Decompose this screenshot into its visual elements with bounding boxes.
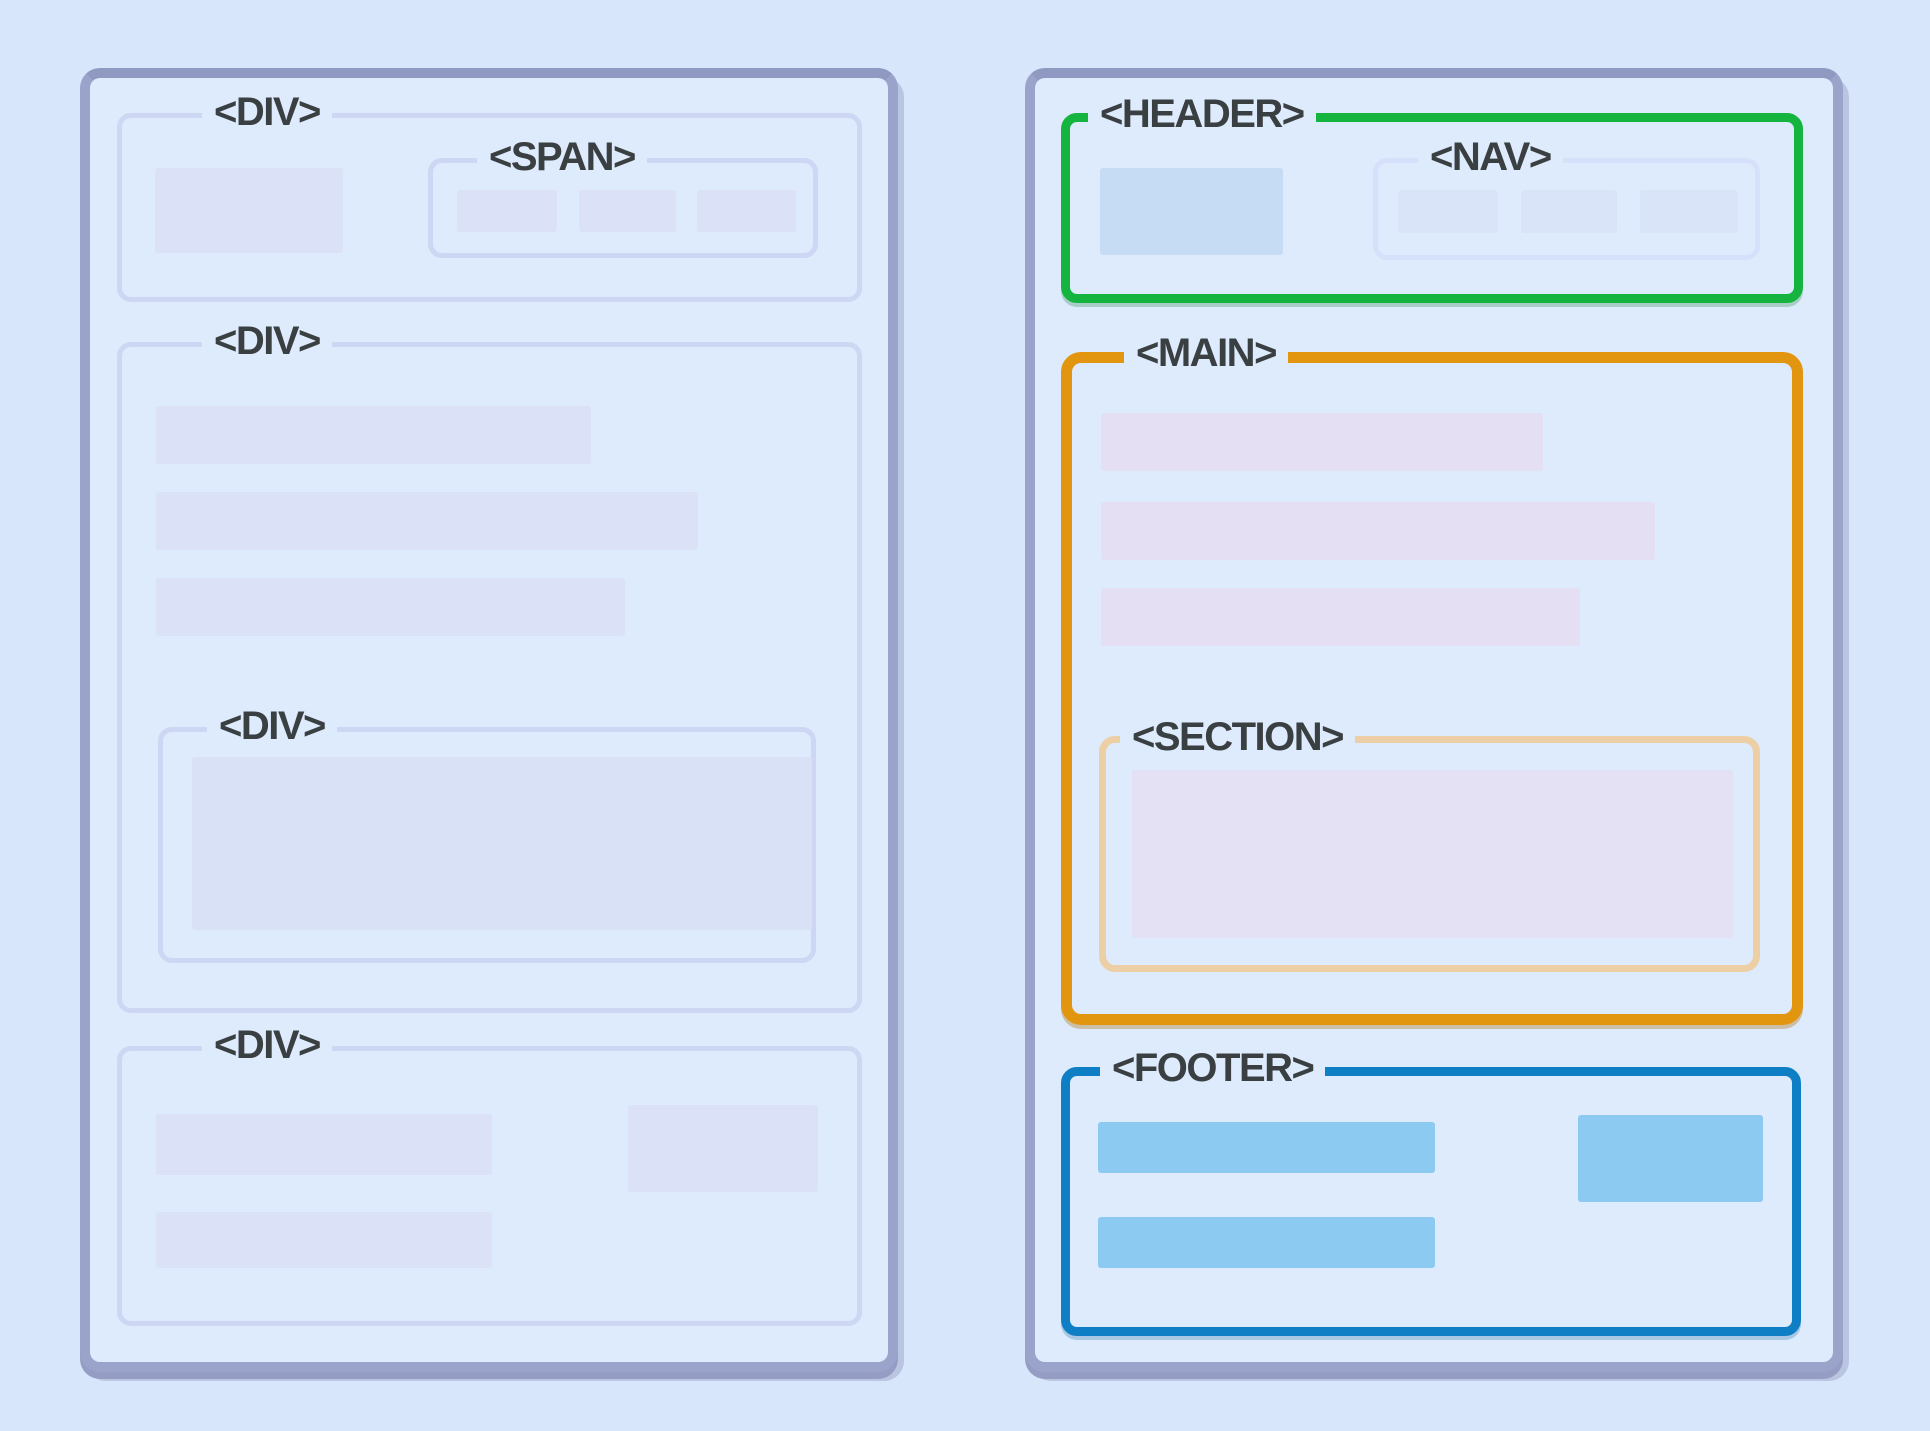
div-bottom-label: <DIV> <box>202 1021 332 1069</box>
div-box-top: <DIV> <SPAN> <box>117 88 862 302</box>
span-item-placeholder <box>457 190 557 232</box>
text-bar-placeholder <box>156 1212 492 1268</box>
section-box: <SECTION> <box>1099 713 1760 972</box>
div-nested-label: <DIV> <box>207 702 337 750</box>
footer-text-bar-placeholder <box>1098 1217 1435 1268</box>
main-text-bar-placeholder <box>1101 413 1543 471</box>
main-text-bar-placeholder <box>1101 588 1580 646</box>
nav-item-placeholder <box>1521 190 1617 233</box>
content-block-placeholder <box>192 757 812 930</box>
span-item-placeholder <box>579 190 676 232</box>
div-middle-label: <DIV> <box>202 317 332 365</box>
text-bar-placeholder <box>156 578 625 636</box>
non-semantic-page-panel: <DIV> <SPAN> <DIV> <DIV> <DIV> <box>80 68 898 1372</box>
footer-label: <FOOTER> <box>1100 1044 1326 1092</box>
span-box: <SPAN> <box>428 133 818 258</box>
semantic-page-panel: <HEADER> <NAV> <MAIN> <SECTION> <box>1025 68 1843 1372</box>
div-box-middle: <DIV> <DIV> <box>117 317 862 1013</box>
section-label: <SECTION> <box>1120 713 1356 761</box>
footer-box: <FOOTER> <box>1061 1044 1801 1336</box>
span-label: <SPAN> <box>477 133 647 181</box>
span-item-placeholder <box>697 190 796 232</box>
main-box: <MAIN> <SECTION> <box>1061 329 1803 1025</box>
nav-label: <NAV> <box>1418 133 1563 181</box>
div-top-label: <DIV> <box>202 88 332 136</box>
footer-text-bar-placeholder <box>1098 1122 1435 1173</box>
text-bar-placeholder <box>156 406 591 464</box>
nav-item-placeholder <box>1398 190 1498 233</box>
section-block-placeholder <box>1132 770 1733 938</box>
text-bar-placeholder <box>156 492 698 550</box>
footer-block-placeholder <box>1578 1115 1763 1202</box>
header-logo-placeholder <box>1100 168 1283 255</box>
nav-item-placeholder <box>1640 190 1738 233</box>
block-placeholder <box>628 1105 818 1192</box>
header-box: <HEADER> <NAV> <box>1061 90 1803 303</box>
div-box-nested: <DIV> <box>158 702 816 963</box>
main-label: <MAIN> <box>1124 329 1288 377</box>
nav-box: <NAV> <box>1373 133 1760 260</box>
text-bar-placeholder <box>156 1114 492 1175</box>
main-text-bar-placeholder <box>1101 502 1655 560</box>
header-label: <HEADER> <box>1088 90 1316 138</box>
div-box-bottom: <DIV> <box>117 1021 862 1326</box>
div-top-logo-placeholder <box>155 168 343 253</box>
